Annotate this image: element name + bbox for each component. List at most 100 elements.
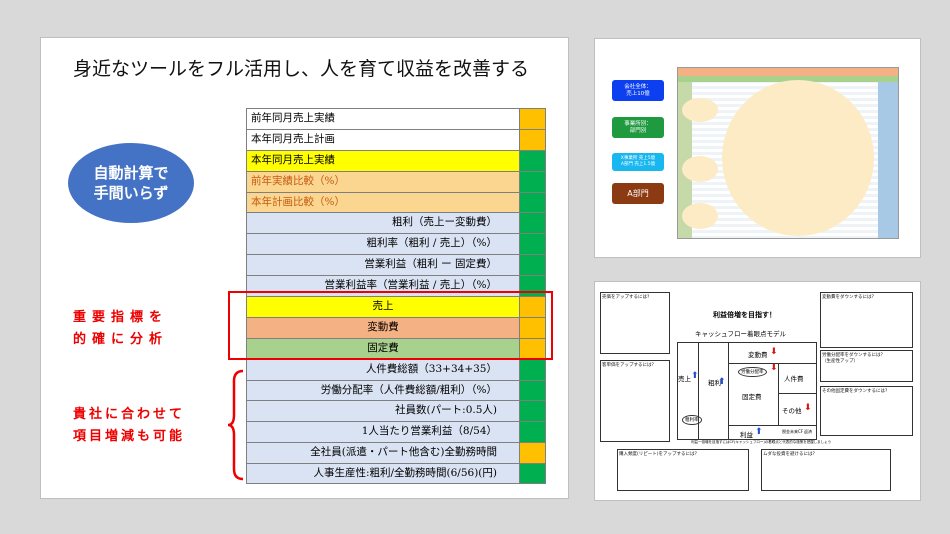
company-total-button: 会社全体： 売上10億 — [612, 80, 664, 101]
row-label: 本年計画比較（%） — [247, 192, 519, 213]
brace-icon — [227, 369, 244, 481]
key-metrics-line1: 重要指標を — [73, 310, 169, 325]
table-row: 前年同月売上実績 — [246, 108, 546, 129]
row-label: 全社員(派遣・パート他含む)全勤務時間 — [247, 443, 519, 464]
button-line1: X事業所 売上5億 — [620, 156, 656, 161]
table-row: 粗利（売上ー変動費） — [246, 212, 546, 234]
button-line1: 事業所別： — [624, 120, 652, 127]
row-label: 人件費総額（33+34+35） — [247, 359, 519, 380]
up-arrow-icon: ⬆ — [755, 427, 763, 437]
row-marker — [519, 234, 545, 255]
down-arrow-icon: ⬇ — [770, 347, 778, 357]
metrics-table: 前年同月売上実績 本年同月売上計画 本年同月売上実績 前年実績比較（%） 本年計… — [246, 108, 546, 485]
corner-box: 労働分配率をダウンするには？ （生産性アップ） — [820, 350, 913, 382]
table-row: 人事生産性:粗利/全勤務時間(6/56)(円) — [246, 463, 546, 485]
button-line2: 部門別 — [629, 127, 647, 134]
labor-share-label: 労働分配率 — [738, 367, 767, 377]
row-label: 前年実績比較（%） — [247, 171, 519, 192]
corner-box: 購入頻度(リピート)をアップするには？ — [617, 449, 749, 491]
divider — [778, 393, 816, 394]
variable-cost-label: 変動費 — [748, 351, 768, 359]
corner-box: ムダな投資を避けるには？ — [761, 449, 891, 491]
gross-margin-label: 粗利率 — [682, 415, 702, 425]
office-button: X事業所 売上5億 A部門 売上1.5億 — [612, 153, 664, 171]
main-slide: 身近なツールをフル活用し、人を育て収益を改善する 自動計算で 手間いらず 前年同… — [40, 37, 569, 499]
row-marker — [519, 297, 545, 317]
row-marker — [519, 443, 545, 464]
button-line2: 売上10億 — [626, 90, 650, 97]
table-row: 社員数(パート:0.5人) — [246, 400, 546, 422]
row-marker — [519, 150, 545, 171]
corner-box: 客単価をアップするには？ — [600, 360, 670, 442]
corner-box: 売価をアップするには？ — [600, 292, 670, 354]
button-line1: A部門 — [627, 189, 649, 198]
sales-label: 売上 — [678, 375, 691, 383]
row-label: 変動費 — [247, 317, 519, 338]
customize-line2: 項目増減も可能 — [73, 429, 186, 444]
row-marker — [519, 401, 545, 422]
corner-box-text: （生産性アップ） — [822, 359, 858, 364]
future-cf-label: 未来CF — [790, 429, 804, 434]
divider — [728, 343, 729, 439]
dashboard-slide: 会社全体： 売上10億 事業所別： 部門別 X事業所 売上5億 A部門 売上1.… — [594, 38, 921, 258]
model-footer: 利益一倍増を目指すにはCF(キャッシュフロー)の着眼点と代表的な施策を把握しまし… — [691, 440, 832, 444]
button-line1: 会社全体： — [624, 83, 652, 90]
row-label: 売上 — [247, 297, 519, 317]
down-arrow-icon: ⬇ — [770, 363, 778, 373]
division-button: 事業所別： 部門別 — [612, 117, 664, 138]
table-row: 本年同月売上計画 — [246, 128, 546, 150]
row-label: 社員数(パート:0.5人) — [247, 401, 519, 422]
divider — [728, 363, 816, 364]
row-marker — [519, 109, 545, 129]
row-label: 営業利益（粗利 ー 固定費） — [247, 255, 519, 276]
row-marker — [519, 338, 545, 359]
row-label: 本年同月売上計画 — [247, 129, 519, 150]
table-row: 前年実績比較（%） — [246, 170, 546, 192]
profit-label: 利益 — [740, 431, 753, 439]
highlight-circle — [682, 203, 718, 229]
sheet-header-band — [678, 76, 898, 82]
personnel-label: 人件費 — [784, 375, 804, 383]
row-label: 人事生産性:粗利/全勤務時間(6/56)(円) — [247, 464, 519, 484]
repay-label: 返済 — [804, 429, 812, 434]
table-row: 粗利率（粗利 / 売上）（%） — [246, 233, 546, 255]
row-marker — [519, 255, 545, 276]
divider — [698, 343, 699, 439]
key-metrics-line2: 的確に分析 — [73, 332, 169, 347]
customize-line1: 貴社に合わせて — [73, 407, 186, 422]
up-arrow-icon: ⬆ — [718, 377, 726, 387]
row-marker — [519, 359, 545, 380]
table-row: 変動費 — [246, 316, 546, 338]
model-subtitle: キャッシュフロー着眼点モデル — [695, 330, 786, 338]
table-row: 営業利益（粗利 ー 固定費） — [246, 254, 546, 276]
auto-calc-line2: 手間いらず — [93, 184, 169, 202]
button-line2: A部門 売上1.5億 — [620, 162, 656, 167]
down-arrow-icon: ⬇ — [804, 403, 812, 413]
table-row: 固定費 — [246, 337, 546, 359]
row-label: 粗利率（粗利 / 売上）（%） — [247, 234, 519, 255]
corner-box: その他固定費をダウンするには？ — [820, 386, 913, 436]
spreadsheet-thumbnail — [677, 67, 899, 239]
row-marker — [519, 213, 545, 234]
row-marker — [519, 171, 545, 192]
auto-calc-oval: 自動計算で 手間いらず — [68, 143, 194, 223]
auto-calc-line1: 自動計算で — [93, 164, 169, 182]
divider — [728, 425, 816, 426]
department-a-button: A部門 — [612, 183, 664, 204]
table-row: 本年計画比較（%） — [246, 191, 546, 213]
corner-box: 変動費をダウンするには？ — [820, 292, 913, 348]
row-marker — [519, 317, 545, 338]
sheet-header-band — [678, 68, 898, 76]
row-marker — [519, 464, 545, 484]
row-label: 労働分配率（人件費総額/粗利）（%） — [247, 380, 519, 401]
row-marker — [519, 380, 545, 401]
table-row: 1人当たり営業利益（8/54） — [246, 421, 546, 443]
table-row: 売上 — [246, 296, 546, 317]
table-row: 人件費総額（33+34+35） — [246, 358, 546, 380]
corner-box-text: 労働分配率をダウンするには？ — [822, 353, 885, 358]
row-label: 固定費 — [247, 338, 519, 359]
row-marker — [519, 129, 545, 150]
table-row: 労働分配率（人件費総額/粗利）（%） — [246, 379, 546, 401]
row-label: 前年同月売上実績 — [247, 109, 519, 129]
row-label: 1人当たり営業利益（8/54） — [247, 422, 519, 443]
